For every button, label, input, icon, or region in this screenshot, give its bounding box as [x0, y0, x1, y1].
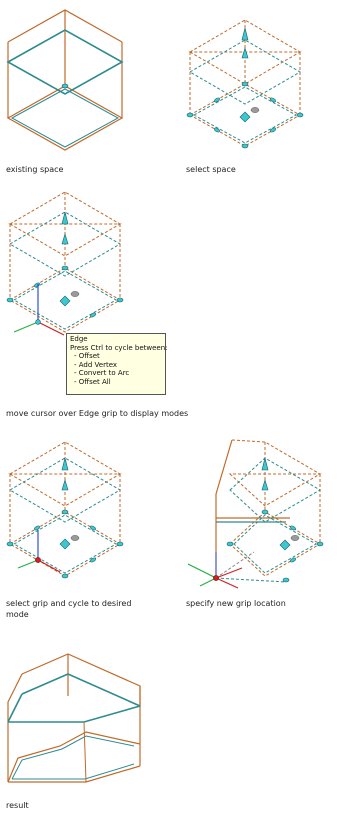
- edge-grip-tooltip: Edge Press Ctrl to cycle between: - Offs…: [66, 333, 168, 395]
- tooltip-item-convert-to-arc: - Convert to Arc: [74, 369, 130, 378]
- result-drawing: [7, 653, 141, 783]
- select-grip-cycle-drawing: [6, 441, 124, 579]
- tooltip-title: Edge: [70, 335, 88, 343]
- caption-new-grip-location: specify new grip location: [186, 599, 286, 608]
- tooltip-item-add-vertex: - Add Vertex: [74, 360, 118, 369]
- caption-result: result: [6, 801, 29, 810]
- caption-select-space: select space: [186, 165, 236, 174]
- edge-grip-modes-drawing: [6, 191, 124, 336]
- new-grip-location-drawing: [187, 439, 324, 589]
- caption-select-grip-cycle-line2: mode: [6, 610, 29, 619]
- existing-space-drawing: [6, 9, 124, 151]
- caption-existing-space: existing space: [6, 165, 64, 174]
- caption-select-grip-cycle-line1: select grip and cycle to desired: [6, 599, 132, 608]
- caption-edge-grip-modes: move cursor over Edge grip to display mo…: [6, 409, 189, 418]
- tooltip-intro: Press Ctrl to cycle between:: [70, 343, 168, 352]
- tooltip-item-offset-all: - Offset All: [74, 377, 111, 386]
- tooltip-item-offset: - Offset: [74, 352, 100, 361]
- caption-select-grip-cycle: select grip and cycle to desired mode: [6, 598, 131, 620]
- select-space-drawing: [186, 19, 304, 149]
